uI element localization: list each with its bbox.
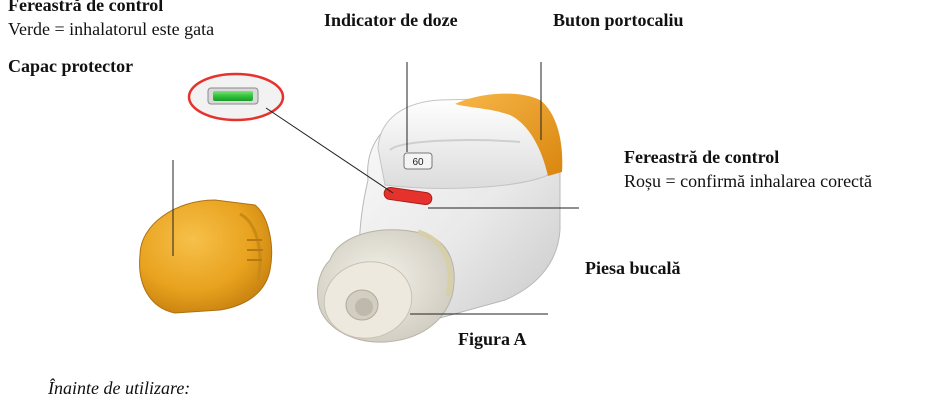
mouthpiece <box>317 229 455 343</box>
before-use-heading: Înainte de utilizare: <box>48 378 191 398</box>
orange-button-label: Buton portocaliu <box>553 10 684 30</box>
green-window-description: Verde = inhalatorul este gata <box>8 19 215 39</box>
protective-cap-label: Capac protector <box>8 56 134 76</box>
orange-button <box>455 93 563 176</box>
red-control-window <box>383 186 433 206</box>
green-control-window <box>213 91 253 101</box>
green-window-leader <box>265 107 394 194</box>
dose-indicator-label: Indicator de doze <box>324 10 458 30</box>
leader-lines <box>172 62 579 315</box>
red-window-description: Roșu = confirmă inhalarea corectă <box>624 171 873 191</box>
green-window-title: Fereastră de control <box>8 0 164 15</box>
figure-caption: Figura A <box>458 329 527 349</box>
dose-counter-value: 60 <box>412 157 424 168</box>
mouthpiece-label: Piesa bucală <box>585 258 681 278</box>
dose-counter-window: 60 <box>403 152 433 170</box>
green-window-magnifier <box>187 72 285 122</box>
protective-cap <box>139 199 273 314</box>
red-window-title: Fereastră de control <box>624 147 780 167</box>
